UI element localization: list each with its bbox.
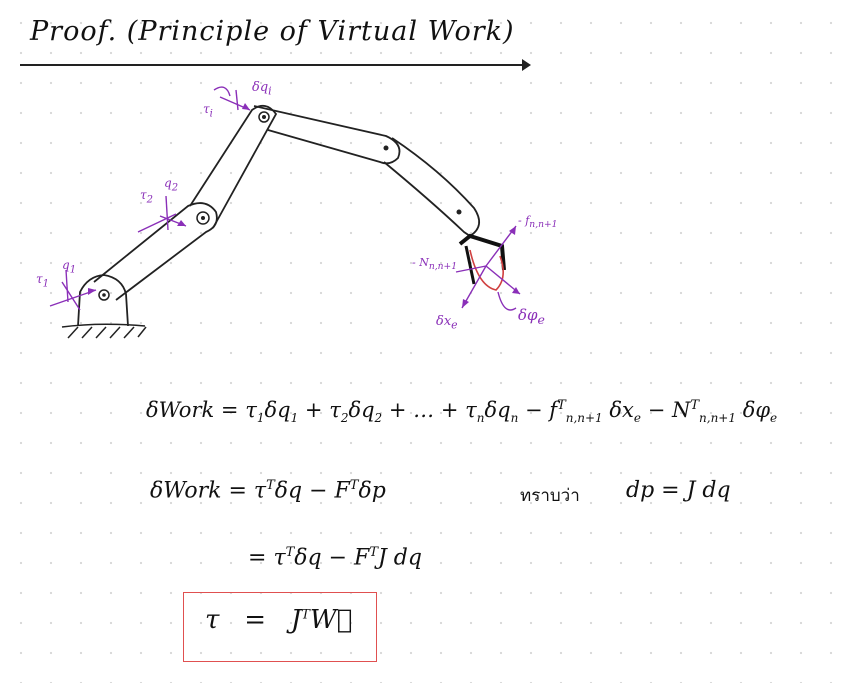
thai-note: ทราบว่า <box>520 486 580 506</box>
link-2 <box>189 104 278 229</box>
label-moment-end: - Nn,n+1 <box>412 256 458 273</box>
joint-5 <box>456 209 462 215</box>
page-title: Proof. (Principle of Virtual Work) <box>30 16 515 47</box>
joint-3 <box>258 111 270 123</box>
label-dq-i: δqi <box>252 80 272 98</box>
end-effector-gripper <box>458 233 506 291</box>
joint-1 <box>98 289 110 301</box>
equation-line-2: δWork = τTδq − FTδp <box>150 478 386 504</box>
joint-4 <box>383 145 389 151</box>
equation-line-1: δWork = τ1δq1 + τ2δq2 + … + τnδqn − fTn,… <box>146 398 778 426</box>
label-force-end: - fn,n+1 <box>518 214 558 231</box>
label-dx-e: δxe <box>436 314 458 332</box>
title-underline <box>20 64 528 66</box>
label-q-1: q1 <box>62 258 77 276</box>
label-dphi-e: δφe <box>518 306 545 327</box>
annotation-arrows <box>49 86 521 311</box>
result-box <box>183 592 377 662</box>
equation-line-3: = τTδq − FTJ dq <box>248 545 422 571</box>
annotation-arrowheads <box>88 103 520 308</box>
label-q-2: q2 <box>164 176 179 194</box>
label-tau-2: τ2 <box>140 188 154 206</box>
link-1 <box>93 202 218 301</box>
label-tau-i: τi <box>203 102 213 120</box>
link-4 <box>383 137 480 238</box>
jacobian-relation: dp = J dq <box>626 478 731 503</box>
label-tau-1: τ1 <box>36 272 50 290</box>
ground-hatch <box>61 323 147 339</box>
result-equation: τ = JTW⃗ <box>205 605 353 635</box>
joint-2 <box>196 211 210 225</box>
underline-arrowhead <box>522 59 531 71</box>
